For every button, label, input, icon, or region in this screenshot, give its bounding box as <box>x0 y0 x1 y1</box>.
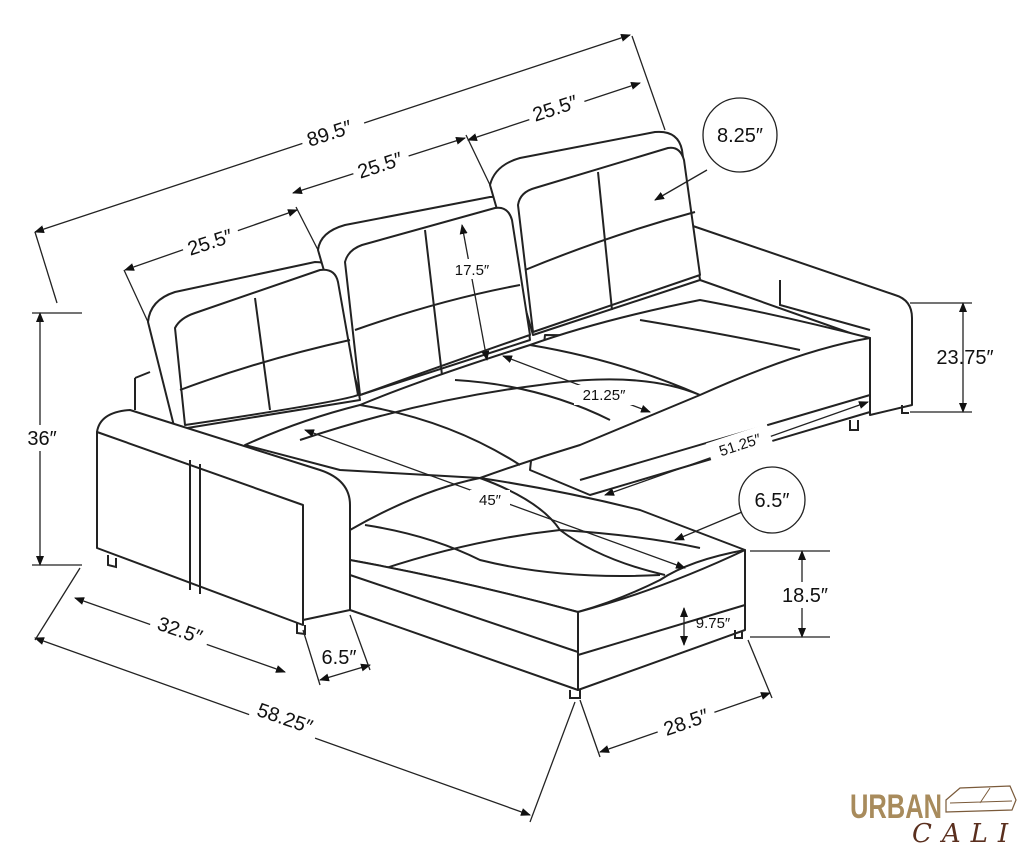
svg-text:CALI: CALI <box>912 819 1018 849</box>
label-total-height: 36″ <box>27 428 56 450</box>
label-seat-height: 18.5″ <box>782 585 828 607</box>
label-back-cushion-middle: 25.5″ <box>355 148 406 183</box>
label-storage-height: 9.75″ <box>696 615 731 632</box>
sofa-outline <box>96 130 913 699</box>
label-arm-height: 23.75″ <box>936 347 993 369</box>
label-chaise-seat-length: 45″ <box>479 492 502 509</box>
label-seat-depth: 21.25″ <box>583 387 627 404</box>
label-arm-width: 6.5″ <box>322 647 357 669</box>
label-back-cushion-left: 25.5″ <box>185 225 236 260</box>
svg-text:URBAN: URBAN <box>850 788 942 826</box>
label-seat-cushion-thickness: 6.5″ <box>755 490 790 512</box>
callout-circle <box>738 466 806 534</box>
urban-cali-logo: URBAN CALI <box>850 785 1018 849</box>
callout-circle <box>702 97 778 173</box>
label-total-width: 89.5″ <box>304 116 355 151</box>
label-back-cushion-height: 17.5″ <box>455 262 490 279</box>
label-back-cushion-right: 25.5″ <box>530 91 581 126</box>
label-back-cushion-thickness: 8.25″ <box>717 125 763 147</box>
